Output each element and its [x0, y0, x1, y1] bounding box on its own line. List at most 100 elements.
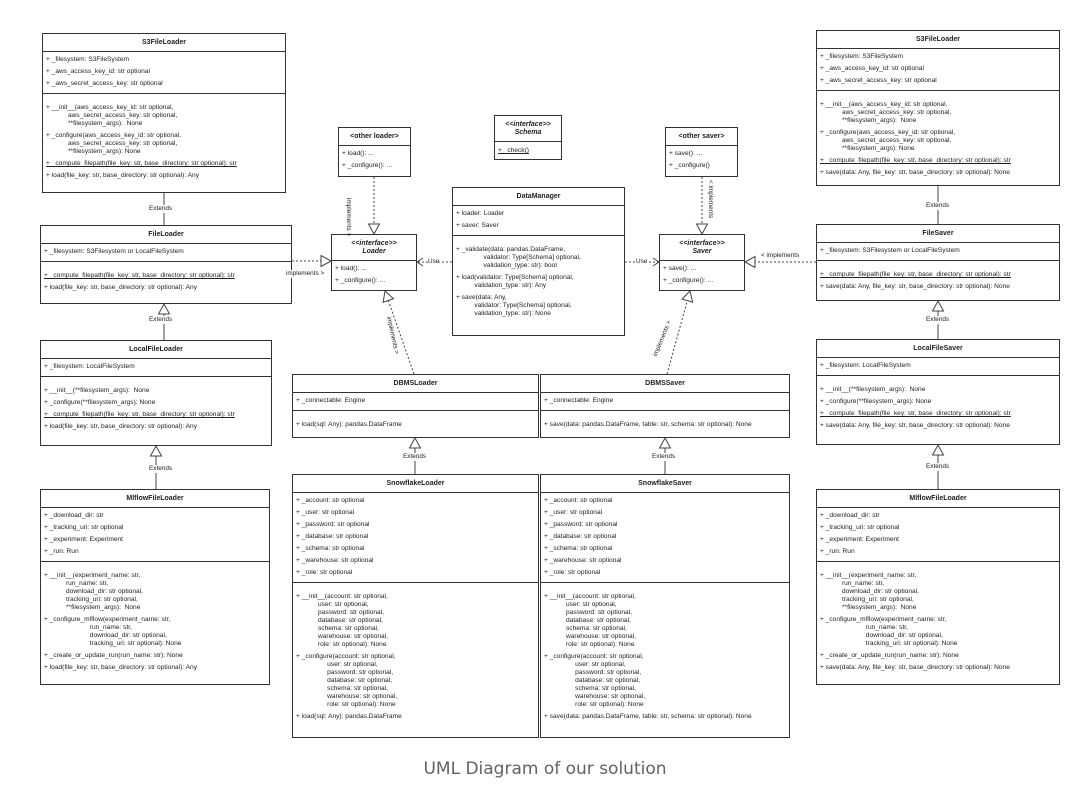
methods-compartment: + __init__(aws_access_key_id: str option… [43, 94, 285, 184]
method-row: + _configure(aws_access_key_id: str opti… [820, 129, 956, 152]
methods-compartment: + __init__(experiment_name: str, run_nam… [817, 562, 1059, 676]
method-row: + __init__(experiment_name: str, run_nam… [820, 572, 919, 611]
attributes-compartment: + _download_dir: str + _tracking_uri: str… [817, 508, 1059, 562]
stereotype: <<interface>> [679, 240, 725, 247]
class-title: <other loader> [339, 128, 410, 146]
class-other-loader: <other loader>+ load(): ...+ _configure(… [338, 127, 411, 177]
class-title: <<interface>>Saver [660, 235, 744, 261]
method-row: + _compute_filepath(file_key: str, base_… [44, 411, 235, 418]
label-extends-sfl: Extends [403, 453, 427, 461]
attribute-row: + _tracking_uri: str optional [820, 524, 900, 531]
methods-compartment: + __init__(account: str optional, user: … [293, 583, 538, 725]
methods-compartment: + load(sql: Any): pandas.DataFrame [293, 411, 538, 433]
attribute-row: + _role: str optional [544, 569, 601, 576]
attributes-compartment: + _connectable: Engine [293, 393, 538, 411]
methods-compartment: + _validate(data: pandas.DataFrame, vali… [453, 236, 624, 322]
method-row: + _configure_mlflow(experiment_name: str… [44, 616, 182, 647]
class-file-loader: FileLoader+ _filesystem: S3Filesystem or… [40, 225, 292, 304]
attributes-compartment: + _filesystem: S3Filesystem or LocalFile… [41, 244, 291, 262]
method-row: + save(data: Any, validator: Type[Schema… [456, 294, 572, 317]
attribute-row: + _run: Run [820, 548, 855, 555]
dependency-arrowhead [416, 257, 424, 267]
interface-loader: <<interface>>Loader+ load(): ...+ _confi… [331, 234, 417, 291]
class-title: SnowflakeSaver [541, 475, 789, 493]
class-local-file-loader: LocalFileLoader+ _filesystem: LocalFileS… [40, 340, 272, 446]
attribute-row: + _run: Run [44, 548, 79, 555]
method-row: + __init__(experiment_name: str, run_nam… [44, 572, 143, 611]
class-local-file-saver: LocalFileSaver+ _filesystem: LocalFileSy… [816, 339, 1060, 445]
attributes-compartment: + _filesystem: LocalFileSystem [817, 358, 1059, 376]
attribute-row: + _filesystem: S3FileSystem [46, 56, 129, 63]
generalization-arrowhead [658, 436, 672, 449]
attribute-row: + _aws_secret_access_key: str optional [46, 80, 163, 87]
class-title: FileSaver [817, 225, 1059, 243]
method-row: + load(file_key: str, base_directory: st… [44, 284, 198, 291]
attribute-row: + _password: str optional [296, 521, 370, 528]
class-title: <<interface>>Loader [332, 235, 416, 261]
attribute-row: + _aws_access_key_id: str optional [46, 68, 150, 75]
interface-saver: <<interface>>Saver+ save(): ...+ _config… [659, 234, 745, 291]
attribute-row: + _experiment: Experiment [820, 536, 899, 543]
label-extends-sfs: Extends [652, 453, 676, 461]
method-row: + _create_or_update_run(run_name: str): … [820, 652, 959, 659]
label-extends-s3fs: Extends [926, 202, 950, 210]
methods-compartment: + __init__(experiment_name: str, run_nam… [41, 562, 269, 676]
attribute-row: + _account: str optional [544, 497, 613, 504]
attribute-row: + _role: str optional [296, 569, 353, 576]
method-row: + load(sql: Any): pandas.DataFrame [296, 421, 402, 428]
attributes-compartment: + _filesystem: LocalFileSystem [41, 359, 271, 377]
methods-compartment: + _compute_filepath(file_key: str, base_… [817, 261, 1059, 295]
attributes-compartment: + _download_dir: str + _tracking_uri: str… [41, 508, 269, 562]
method-row: + __init__(**filesystem_args): None [820, 386, 926, 393]
stereotype: <<interface>> [351, 240, 397, 247]
method-row: + __init__(**filesystem_args): None [44, 387, 150, 394]
method-row: + _configure(**filesystem_args): None [44, 399, 156, 406]
attribute-row: + _filesystem: LocalFileSystem [820, 362, 911, 369]
interface-name: Saver [692, 248, 712, 255]
attribute-row: + _filesystem: LocalFileSystem [44, 363, 135, 370]
method-row: + _compute_filepath(file_key: str, base_… [46, 160, 237, 167]
method-row: + _create_or_update_run(run_name: str): … [44, 652, 183, 659]
attribute-row: + _warehouse: str optional [544, 557, 622, 564]
method-row: + __init__(aws_access_key_id: str option… [46, 104, 178, 127]
method-row: + _validate(data: pandas.DataFrame, vali… [456, 246, 581, 269]
attribute-row: + save(): ... [663, 265, 697, 272]
label-extends-mfs: Extends [926, 463, 950, 471]
class-snowflake-saver: SnowflakeSaver + _account: str optional + … [540, 474, 790, 738]
realization-arrowhead [695, 223, 709, 236]
methods-compartment: + __init__(account: str optional, user: … [541, 583, 789, 725]
attribute-row: + _tracking_uri: str optional [44, 524, 124, 531]
methods-compartment: + __init__(**filesystem_args): None+ _co… [817, 376, 1059, 434]
attribute-row: + _warehouse: str optional [296, 557, 374, 564]
label-implements-dbl: implements > [385, 316, 400, 355]
attribute-row: + _schema: str optional [544, 545, 613, 552]
class-s3-file-loader: S3FileLoader+ _filesystem: S3FileSystem+… [42, 33, 286, 193]
class-dbms-loader: DBMSLoader+ _connectable: Engine+ load(s… [292, 374, 539, 438]
method-row: + _compute_filepath(file_key: str, base_… [820, 157, 1011, 164]
attribute-row: + save(): ... [669, 150, 703, 157]
generalization-arrowhead [157, 302, 171, 315]
generalization-arrowhead [408, 436, 422, 449]
method-row: + load(sql: Any): pandas.DataFrame [296, 713, 402, 720]
attribute-row: + saver: Saver [456, 222, 499, 229]
attribute-row: + _database: str optional [544, 533, 617, 540]
attributes-compartment: + _account: str optional+ _user: str opt… [293, 493, 538, 583]
interface-schema: <<interface>>Schema+ _check() [494, 115, 562, 160]
attribute-row: + _download_dir: str [820, 512, 880, 519]
class-title: S3FileLoader [43, 34, 285, 52]
interface-name: Loader [362, 248, 386, 255]
interface-name: Schema [514, 129, 542, 136]
label-extends-mfl: Extends [149, 465, 173, 473]
method-row: + _compute_filepath(file_key: str, base_… [820, 271, 1011, 278]
class-data-manager: DataManager+ loader: Loader+ saver: Save… [452, 187, 625, 336]
attributes-compartment: + _filesystem: S3FileSystem + _aws_access… [43, 52, 285, 94]
attribute-row: + _connectable: Engine [296, 397, 366, 404]
attribute-row: + _account: str optional [296, 497, 365, 504]
attributes-compartment: + _connectable: Engine [541, 393, 789, 411]
method-row: + _configure(account: str optional, user… [544, 653, 646, 708]
attribute-row: + _download_dir: str [44, 512, 104, 519]
attribute-row: + loader: Loader [456, 210, 505, 217]
attributes-compartment: + loader: Loader + saver: Saver [453, 206, 624, 236]
realization-arrowhead [367, 223, 381, 236]
class-title: MlflowFileLoader [817, 490, 1059, 508]
